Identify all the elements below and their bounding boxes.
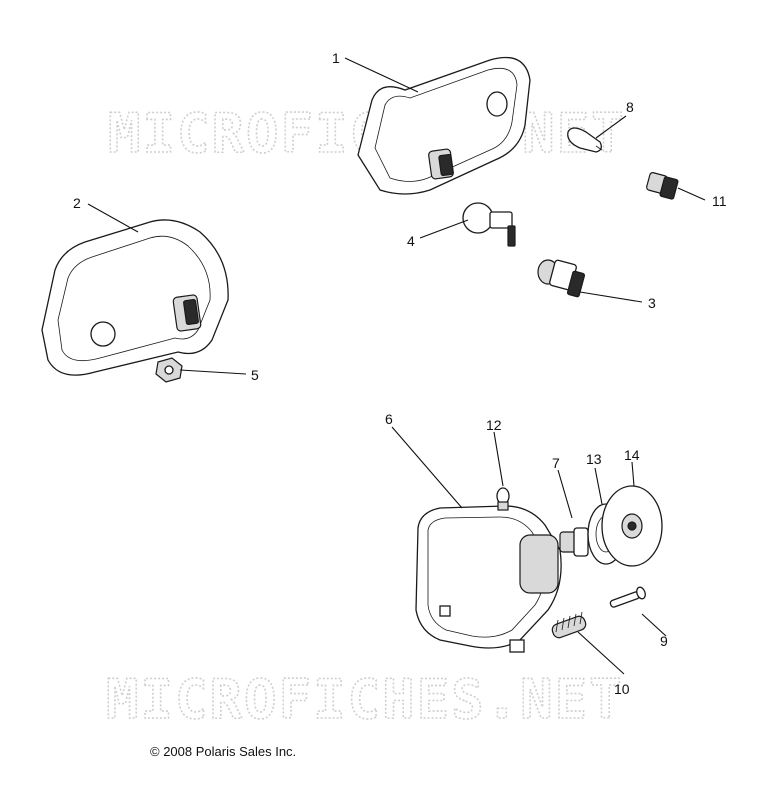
wedge-bulb: [496, 487, 510, 511]
tail-bulb: [462, 202, 516, 247]
adjuster-spring: [551, 611, 587, 639]
headlight-housing: [415, 505, 562, 653]
callout-12: 12: [486, 417, 502, 433]
leader-lines: [87, 57, 706, 675]
small-bulb: [567, 127, 603, 153]
copyright-notice: © 2008 Polaris Sales Inc.: [150, 744, 297, 759]
nut: [155, 357, 183, 383]
watermark-bottom: MICROFICHES.NET: [106, 668, 624, 731]
callout-10: 10: [614, 681, 630, 697]
callout-13: 13: [586, 451, 602, 467]
pivot-pin: [609, 586, 646, 608]
callout-8: 8: [626, 99, 634, 115]
small-socket: [646, 172, 679, 200]
headlight-cover: [601, 485, 663, 567]
callout-5: 5: [251, 367, 259, 383]
tail-light-left: [41, 219, 229, 376]
callout-14: 14: [624, 447, 640, 463]
callout-3: 3: [648, 295, 656, 311]
bulb-socket: [537, 259, 586, 298]
callout-6: 6: [385, 411, 393, 427]
callout-9: 9: [660, 633, 668, 649]
callout-2: 2: [73, 195, 81, 211]
callout-7: 7: [552, 455, 560, 471]
callout-11: 11: [712, 193, 727, 209]
callout-4: 4: [407, 233, 415, 249]
headlight-bulb: [559, 527, 589, 557]
tail-light-right: [357, 56, 531, 195]
callout-1: 1: [332, 50, 340, 66]
